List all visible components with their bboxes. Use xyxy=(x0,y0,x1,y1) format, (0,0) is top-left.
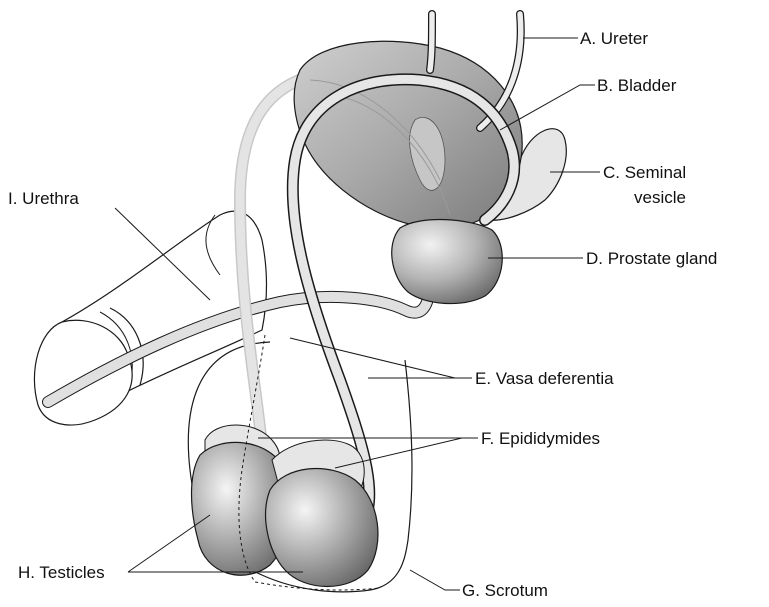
label-seminal-line1: C. Seminal xyxy=(603,163,686,182)
bladder xyxy=(294,41,522,228)
label-vasa: E. Vasa deferentia xyxy=(475,369,614,388)
label-prostate: D. Prostate gland xyxy=(586,249,717,268)
label-testicles: H. Testicles xyxy=(18,563,105,582)
label-seminal-line2: vesicle xyxy=(634,188,686,207)
label-bladder: B. Bladder xyxy=(597,76,677,95)
prostate-gland xyxy=(392,220,503,304)
leader-vasa-1 xyxy=(290,338,455,378)
ureter-left-fill xyxy=(430,14,432,70)
label-epididymides: F. Epididymides xyxy=(481,429,600,448)
leader-scrotum xyxy=(410,570,460,590)
label-ureter: A. Ureter xyxy=(580,29,648,48)
leader-testicles-1 xyxy=(128,515,210,572)
label-scrotum: G. Scrotum xyxy=(462,581,548,600)
label-urethra: I. Urethra xyxy=(8,189,79,208)
testicle-right xyxy=(266,469,378,587)
